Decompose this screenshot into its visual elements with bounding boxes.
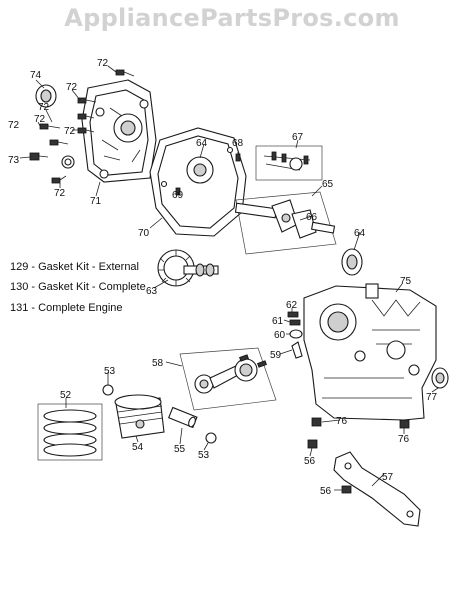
- wrist-pin-part[interactable]: [167, 406, 198, 429]
- connecting-rod-part[interactable]: [194, 354, 267, 394]
- callout-62: 62: [286, 300, 298, 311]
- callout-71: 71: [90, 196, 102, 207]
- note-gasket-kit-external: 129 - Gasket Kit - External: [10, 261, 139, 273]
- callout-54: 54: [132, 442, 144, 453]
- callout-66: 66: [306, 212, 318, 223]
- callout-59: 59: [270, 350, 282, 361]
- piston-rings-box: [37, 403, 103, 461]
- block-bolts[interactable]: [307, 417, 410, 494]
- callout-74: 74: [30, 70, 42, 81]
- callout-57: 57: [382, 472, 394, 483]
- callout-72: 72: [8, 120, 20, 131]
- callout-52: 52: [60, 390, 72, 401]
- callout-72: 72: [38, 102, 50, 113]
- note-complete-engine: 131 - Complete Engine: [10, 302, 123, 314]
- callout-56: 56: [304, 456, 316, 467]
- camshaft-part[interactable]: [157, 249, 219, 287]
- site-watermark: AppliancePartsPros.com: [64, 4, 400, 32]
- callout-72: 72: [54, 188, 66, 199]
- callout-64: 64: [354, 228, 366, 239]
- callout-63: 63: [146, 286, 158, 297]
- callout-76: 76: [398, 434, 410, 445]
- callout-67: 67: [292, 132, 304, 143]
- crankcase-cover-part[interactable]: [81, 79, 157, 183]
- dowel-ring-part[interactable]: [61, 155, 75, 169]
- callout-72: 72: [66, 82, 78, 93]
- breather-valve-parts[interactable]: [287, 311, 303, 359]
- cover-bolts[interactable]: [29, 69, 135, 184]
- callout-53: 53: [104, 366, 116, 377]
- callout-72: 72: [34, 114, 46, 125]
- piston-rings-part[interactable]: [43, 409, 97, 457]
- callout-75: 75: [400, 276, 412, 287]
- callout-72: 72: [97, 58, 109, 69]
- callout-76: 76: [336, 416, 348, 427]
- callout-56: 56: [320, 486, 332, 497]
- callout-70: 70: [138, 228, 150, 239]
- callout-68: 68: [232, 138, 244, 149]
- callout-77: 77: [426, 392, 438, 403]
- crankshaft-box: [235, 191, 337, 255]
- crankshaft-part[interactable]: [234, 199, 336, 239]
- callout-73: 73: [8, 155, 20, 166]
- callout-64: 64: [196, 138, 208, 149]
- callout-72: 72: [64, 126, 76, 137]
- callout-65: 65: [322, 179, 334, 190]
- oil-seal-part[interactable]: [35, 84, 57, 108]
- piston-part[interactable]: [114, 394, 165, 439]
- callout-55: 55: [174, 444, 186, 455]
- callout-53: 53: [198, 450, 210, 461]
- note-gasket-kit-complete: 130 - Gasket Kit - Complete: [10, 281, 146, 293]
- callout-69: 69: [172, 190, 184, 201]
- callout-numbers: 72 74 72 72 72 72 72 73 72 71 64 68 69 7…: [8, 58, 438, 497]
- leader-lines: [19, 65, 439, 491]
- connecting-rod-box: [179, 347, 277, 411]
- governor-assembly-part[interactable]: [263, 151, 311, 171]
- main-bearing-part[interactable]: [341, 248, 363, 276]
- callout-60: 60: [274, 330, 286, 341]
- callout-61: 61: [272, 316, 284, 327]
- callout-58: 58: [152, 358, 164, 369]
- right-oil-seal-part[interactable]: [431, 367, 449, 389]
- engine-block-part[interactable]: [303, 283, 437, 421]
- piston-pin-clips[interactable]: [102, 384, 217, 444]
- governor-box: [255, 145, 323, 181]
- mounting-bracket-part[interactable]: [333, 451, 421, 527]
